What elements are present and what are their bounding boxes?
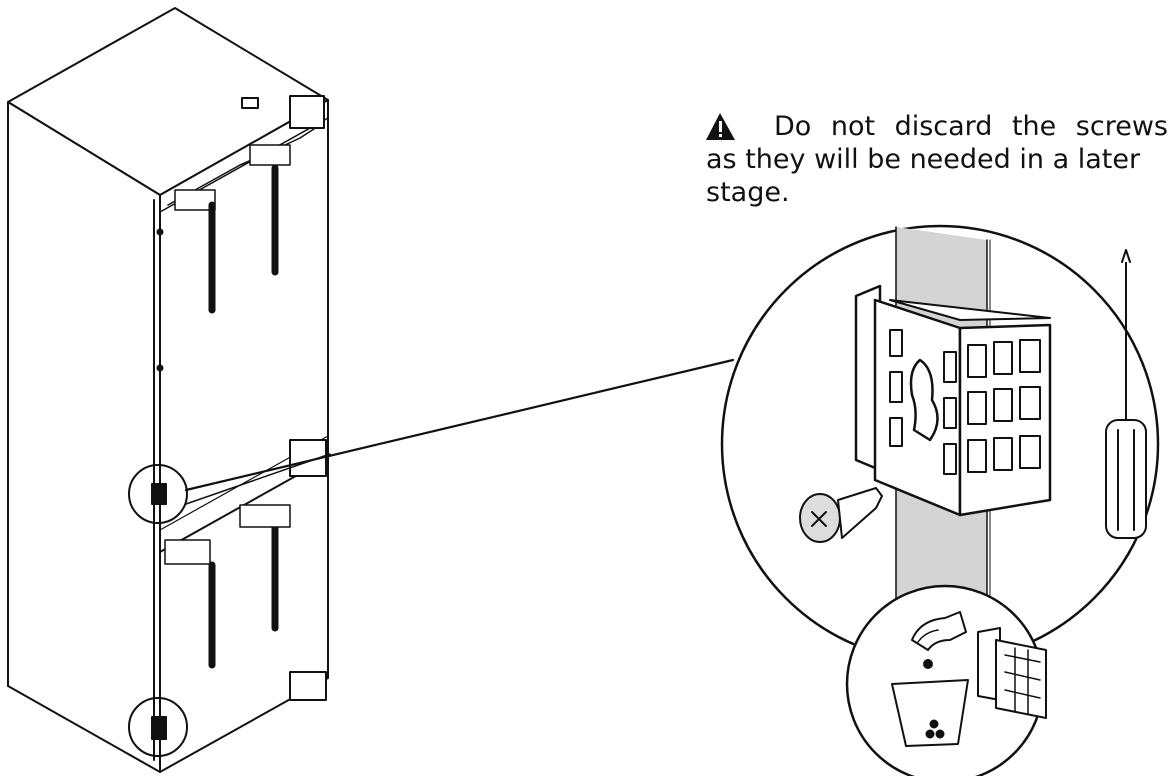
screw-icon <box>799 487 883 543</box>
note-line-3: stage. <box>706 177 790 208</box>
note-line-1-row: Do not discard the screws <box>706 110 1168 143</box>
hand-icon <box>911 611 967 651</box>
leader-line <box>184 358 735 492</box>
disposal-inset <box>845 584 1047 776</box>
warning-note: Do not discard the screws as they will b… <box>706 110 1168 209</box>
fridge-appliance <box>7 7 329 773</box>
cover-bracket-icon <box>977 627 1047 719</box>
leader-line <box>185 453 331 505</box>
note-line-2: as they will be needed in a later <box>706 144 1141 175</box>
note-line-1: Do not discard the screws <box>774 111 1168 142</box>
screwdriver-icon <box>1105 249 1147 539</box>
magnified-detail <box>720 224 1160 664</box>
warning-triangle-icon <box>706 112 735 140</box>
bin-icon <box>891 679 969 747</box>
corner-cover-bracket <box>854 284 1052 517</box>
